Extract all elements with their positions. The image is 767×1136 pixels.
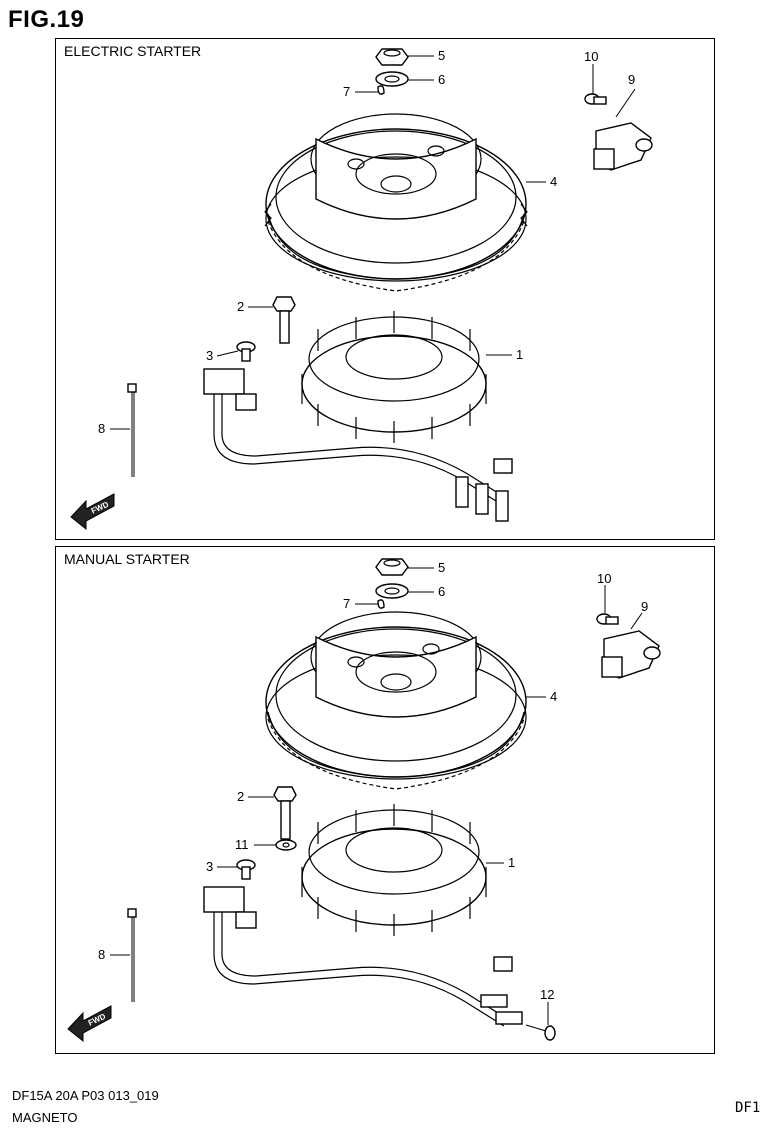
panel-title: ELECTRIC STARTER (64, 43, 202, 59)
callout-9: 9 (628, 72, 635, 87)
sensor-part (593, 122, 653, 171)
callout-5: 5 (438, 48, 445, 63)
cable-tie-part (127, 908, 137, 1002)
nut-part (375, 558, 409, 576)
key-part (377, 599, 385, 609)
callout-2: 2 (237, 789, 244, 804)
pin-part (525, 1024, 556, 1041)
bolt-part (272, 296, 296, 344)
callout-5: 5 (438, 560, 445, 575)
callouts: 5 6 7 4 2 3 1 8 9 10 (98, 48, 636, 436)
callout-4: 4 (550, 689, 557, 704)
callout-12: 12 (540, 987, 554, 1002)
flywheel-part (265, 611, 527, 780)
screw-part (236, 341, 256, 362)
callout-6: 6 (438, 584, 445, 599)
callout-4: 4 (550, 174, 557, 189)
flywheel-part (264, 113, 528, 282)
figure-title: FIG.19 (8, 6, 85, 33)
fwd-arrow-icon: FWD (70, 493, 115, 531)
footer-name: MAGNETO (12, 1110, 78, 1125)
flywheel-teeth (267, 213, 525, 292)
manual-starter-diagram: FWD 5 6 7 4 2 11 3 1 8 9 10 12 (67, 558, 661, 1043)
screw-part (236, 859, 256, 880)
key-part (377, 85, 385, 95)
panel-manual-starter: MANUAL STARTER (55, 546, 715, 1054)
footer-code: DF15A 20A P03 013_019 (12, 1088, 159, 1103)
callout-8: 8 (98, 421, 105, 436)
callout-8: 8 (98, 947, 105, 962)
wire-harness (203, 886, 523, 1027)
flat-washer-part (275, 839, 297, 851)
flywheel-teeth (267, 711, 525, 790)
electric-starter-diagram: FWD 5 6 7 4 2 3 1 8 9 10 (70, 48, 653, 531)
bolt-part (273, 786, 297, 840)
callout-9: 9 (641, 599, 648, 614)
footer-right-label: DF1 (735, 1100, 761, 1116)
callout-1: 1 (508, 855, 515, 870)
callout-7: 7 (343, 596, 350, 611)
callouts: 5 6 7 4 2 11 3 1 8 9 10 12 (98, 560, 648, 1025)
sensor-part (601, 630, 661, 679)
callout-1: 1 (516, 347, 523, 362)
panel-title: MANUAL STARTER (64, 551, 190, 567)
sensor-screw-part (584, 93, 607, 105)
callout-11: 11 (235, 837, 249, 852)
wire-harness (203, 368, 513, 522)
callout-7: 7 (343, 84, 350, 99)
callout-10: 10 (597, 571, 611, 586)
washer-part (375, 71, 409, 87)
stator-part (301, 311, 487, 443)
washer-part (375, 583, 409, 599)
stator-part (301, 804, 487, 936)
callout-3: 3 (206, 859, 213, 874)
callout-2: 2 (237, 299, 244, 314)
fwd-arrow-icon: FWD (67, 1005, 112, 1043)
cable-tie-part (127, 383, 137, 477)
callout-10: 10 (584, 49, 598, 64)
nut-part (375, 48, 409, 66)
callout-6: 6 (438, 72, 445, 87)
sensor-screw-part (596, 613, 619, 625)
panel-electric-starter: ELECTRIC STARTER (55, 38, 715, 540)
callout-3: 3 (206, 348, 213, 363)
